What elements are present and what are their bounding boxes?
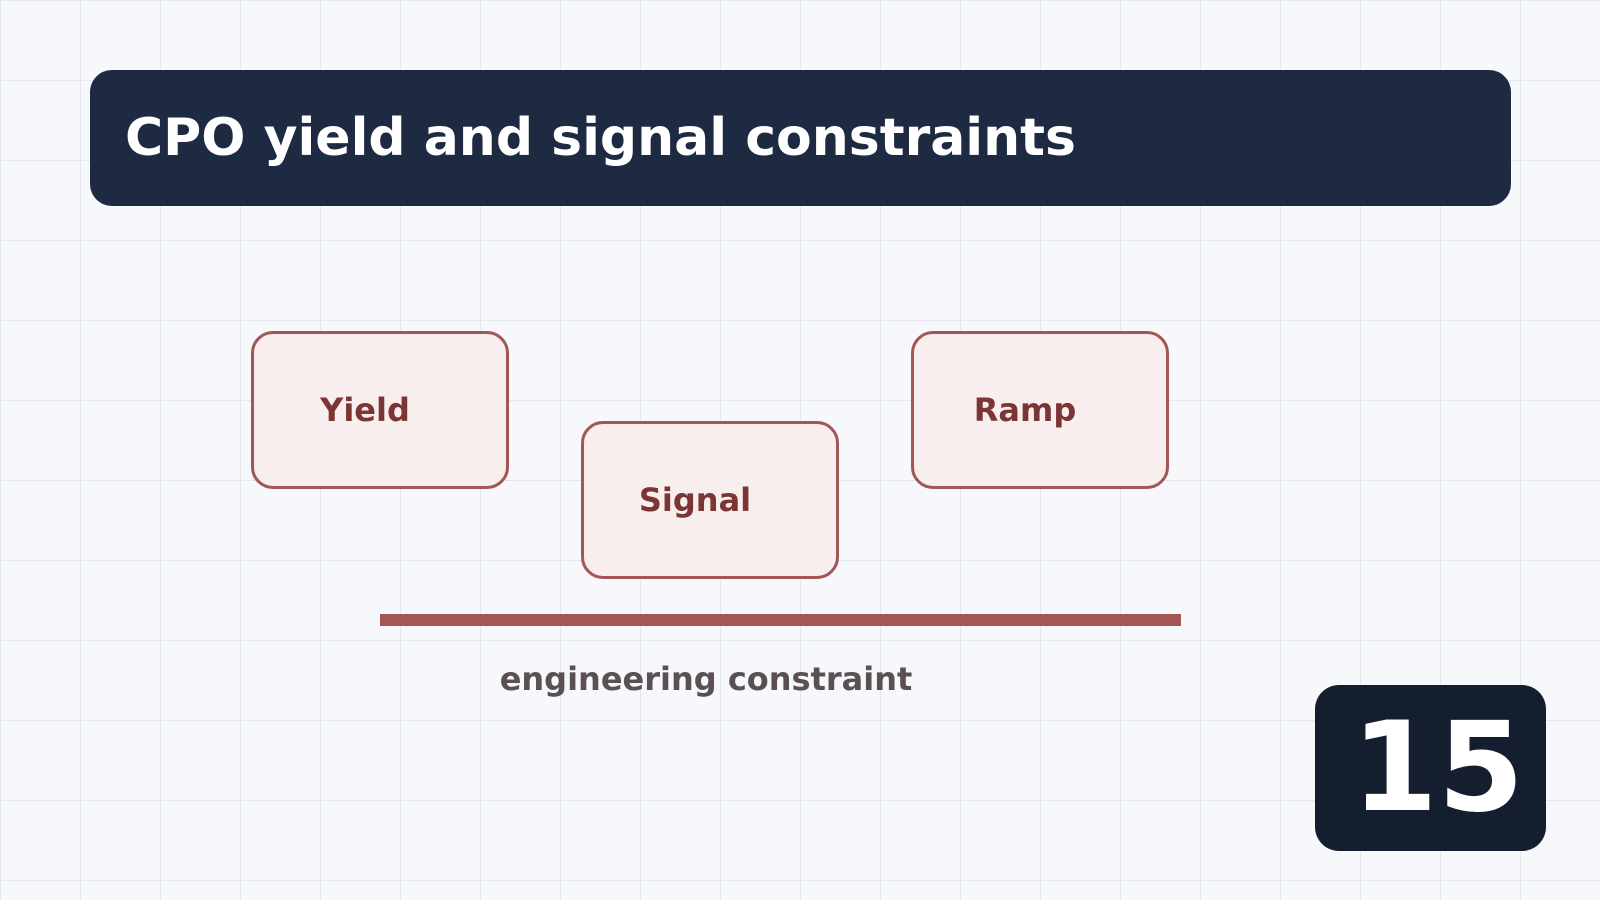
page-number-badge: 15 — [1315, 685, 1546, 851]
constraint-baseline — [380, 614, 1181, 626]
constraint-caption: engineering constraint — [499, 660, 913, 698]
title-bar: CPO yield and signal constraints — [90, 70, 1511, 206]
node-yield: Yield — [251, 331, 509, 489]
node-ramp: Ramp — [911, 331, 1169, 489]
page-title: CPO yield and signal constraints — [125, 108, 1076, 168]
node-ramp-label: Ramp — [973, 391, 1077, 429]
page-number: 15 — [1351, 696, 1524, 840]
node-yield-label: Yield — [320, 391, 410, 429]
node-signal: Signal — [581, 421, 839, 579]
node-signal-label: Signal — [638, 481, 752, 519]
